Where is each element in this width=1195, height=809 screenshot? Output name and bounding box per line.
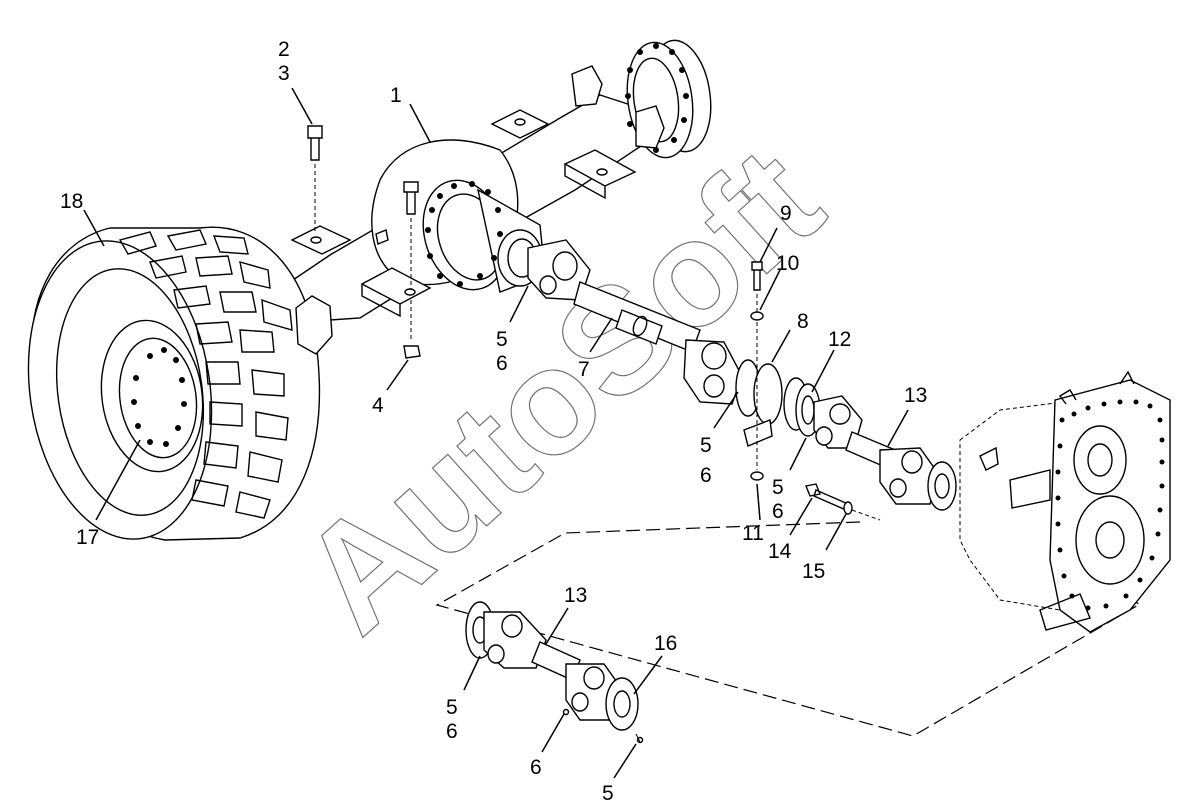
wheel-bolts [131,347,187,447]
wheel-hub-right [571,39,712,159]
nut-4 [403,345,421,359]
callout-2: 2 [278,38,290,61]
callout-4: 4 [372,394,384,417]
fasteners [307,125,881,744]
nut-11 [750,471,764,481]
callout-18: 18 [60,190,83,213]
callout-15: 15 [802,560,825,583]
washer-10 [750,311,764,321]
callout-1: 1 [390,84,402,107]
callout-16: 16 [654,632,677,655]
center-bearing [735,359,863,449]
mount-pad-right-upper [490,109,550,139]
bolt-9 [751,261,763,291]
callout-3: 3 [278,62,290,85]
callout-5c: 5 [772,476,784,499]
bolt-center [403,181,419,215]
gearbox-bolts [1055,399,1165,611]
callout-6c: 6 [772,500,784,523]
leader-lines [83,87,909,779]
wheel-tyre [27,226,333,541]
callout-6e: 6 [530,756,542,779]
inset-shaft [465,601,639,731]
callout-5d: 5 [446,696,458,719]
callout-6b: 6 [700,464,712,487]
mount-pad-right-lower [563,149,637,187]
callout-17: 17 [76,526,99,549]
callout-10: 10 [776,252,799,275]
callout-13b: 13 [564,584,587,607]
carrier-bolts [425,181,503,287]
washer-15 [843,501,853,515]
callouts: 1 2 3 4 5 6 7 8 9 10 5 6 11 12 5 6 13 14… [60,38,927,805]
transmission-gearbox [959,370,1171,633]
callout-9: 9 [780,202,792,225]
callout-14: 14 [768,540,792,563]
callout-11: 11 [742,522,764,545]
callout-5e: 5 [602,782,614,805]
bolt-2-3 [307,125,323,161]
tyre-tread [118,229,293,519]
callout-6d: 6 [446,720,458,743]
axle-housing [289,94,651,321]
callout-13: 13 [904,384,927,407]
bolt-14 [805,483,849,511]
callout-12: 12 [828,328,851,351]
callout-8: 8 [797,310,809,333]
callout-6: 6 [496,352,508,375]
callout-5: 5 [496,328,508,351]
short-shaft [845,431,957,511]
propeller-shaft [527,239,743,405]
callout-7: 7 [578,358,590,381]
callout-5b: 5 [700,434,712,457]
